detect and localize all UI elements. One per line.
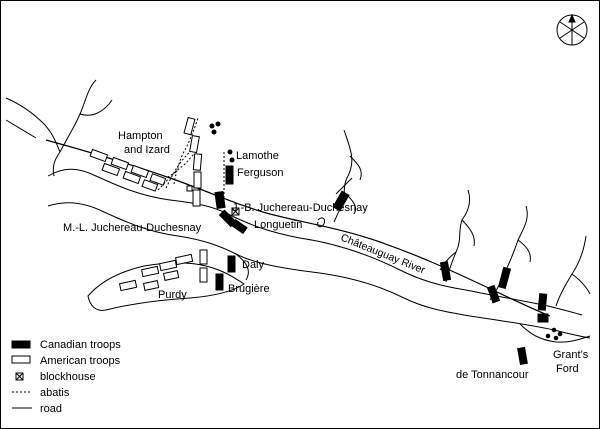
canadian-unit (332, 190, 350, 212)
canadian-skirmisher (209, 123, 215, 129)
legend-abatis-label: abatis (40, 387, 70, 399)
legend-road: road (12, 403, 62, 415)
legend: Canadian troops American troops blockhou… (11, 339, 121, 415)
creek-mid (333, 129, 353, 223)
creek-nw-5 (5, 119, 37, 139)
canadian-unit (439, 261, 452, 282)
canadian-unit (497, 266, 512, 290)
american-unit (189, 135, 200, 154)
canadian-skirmisher (551, 327, 557, 333)
american-unit (192, 153, 203, 171)
label-grants: Grant’s (553, 349, 589, 361)
american-unit (192, 189, 201, 207)
american-unit (122, 170, 142, 185)
creek-east-2 (489, 205, 528, 301)
river-north-bank (47, 168, 583, 316)
label-daly: Daly (242, 259, 265, 271)
creek-east-1b (461, 219, 475, 247)
label-jb-juchereau: J.-B. Juchereau-Duchesnay (232, 202, 368, 214)
canadian-unit (215, 273, 224, 291)
american-unit (130, 164, 150, 179)
canadian-unit (537, 293, 548, 311)
label-river: Châteauguay River (339, 232, 427, 277)
american-unit (141, 179, 159, 192)
creek-east-2b (517, 239, 531, 263)
american-unit (89, 148, 109, 163)
label-and-izard: and Izard (124, 144, 170, 156)
legend-canadian: Canadian troops (11, 339, 121, 351)
chateauguay-river (47, 168, 591, 343)
canadian-unit (225, 165, 234, 185)
label-ferguson: Ferguson (237, 167, 283, 179)
american-unit (174, 253, 194, 266)
american-unit (142, 280, 160, 291)
label-ford: Ford (556, 363, 579, 375)
creek-mid-branch-a (349, 155, 362, 181)
longuetin-marker (317, 217, 325, 228)
label-ml-juchereau: M.-L. Juchereau-Duchesnay (63, 222, 202, 234)
american-unit (101, 162, 121, 177)
canadian-skirmisher (545, 333, 551, 339)
legend-road-label: road (40, 403, 62, 415)
creek-east-3 (555, 235, 587, 307)
label-de-tonnancour: de Tonnancour (456, 369, 529, 381)
tributaries (5, 79, 591, 307)
creek-mid-branch-b (335, 177, 353, 195)
canadian-unit (537, 313, 549, 323)
american-unit (193, 171, 202, 189)
canadian-troops (209, 121, 563, 365)
legend-blockhouse: blockhouse (15, 371, 96, 383)
american-unit (149, 173, 167, 186)
label-brugiere: Brugière (228, 283, 270, 295)
legend-american: American troops (11, 355, 121, 367)
blockhouse-icon (231, 207, 240, 216)
southern-bay (87, 262, 245, 311)
american-unit (162, 270, 180, 281)
canadian-unit (486, 284, 501, 304)
canadian-unit (227, 255, 236, 273)
american-unit (158, 259, 178, 272)
american-troops (89, 116, 208, 292)
american-unit (186, 185, 193, 192)
abatis-lines (153, 117, 225, 208)
canadian-skirmisher (227, 149, 233, 155)
creek-east-3b (571, 273, 591, 295)
grants-ford-shore (519, 323, 591, 343)
legend-blockhouse-label: blockhouse (40, 371, 96, 383)
creek-nw-2 (59, 79, 97, 153)
canadian-skirmisher (215, 121, 221, 127)
american-unit (140, 265, 160, 278)
canadian-skirmisher (229, 157, 235, 163)
canadian-unit (230, 219, 248, 235)
american-unit (110, 156, 130, 171)
canadian-skirmisher (557, 331, 563, 337)
creek-nw-4 (52, 151, 61, 177)
label-hampton: Hampton (118, 130, 163, 142)
creek-nw-3 (79, 99, 113, 116)
creek-east-1 (445, 189, 471, 283)
river-south-bank (47, 202, 591, 339)
american-unit (199, 249, 208, 265)
map-labels: Hampton and Izard Lamothe Ferguson J.-B.… (63, 130, 589, 381)
canadian-unit (214, 190, 226, 210)
legend-american-label: American troops (40, 355, 121, 367)
canadian-unit (517, 346, 528, 365)
label-longuetin: Longuetin (254, 219, 302, 231)
american-unit (199, 267, 208, 283)
canadian-skirmisher (211, 129, 217, 135)
compass-rose-icon (556, 13, 588, 46)
canadian-skirmisher (553, 335, 559, 341)
inlet (235, 253, 249, 281)
creek-mid-branch-c (347, 195, 357, 215)
label-purdy: Purdy (158, 289, 187, 301)
legend-canadian-label: Canadian troops (40, 339, 121, 351)
legend-abatis: abatis (12, 387, 70, 399)
american-unit (183, 116, 196, 136)
american-unit (118, 279, 138, 292)
label-lamothe: Lamothe (236, 150, 279, 162)
